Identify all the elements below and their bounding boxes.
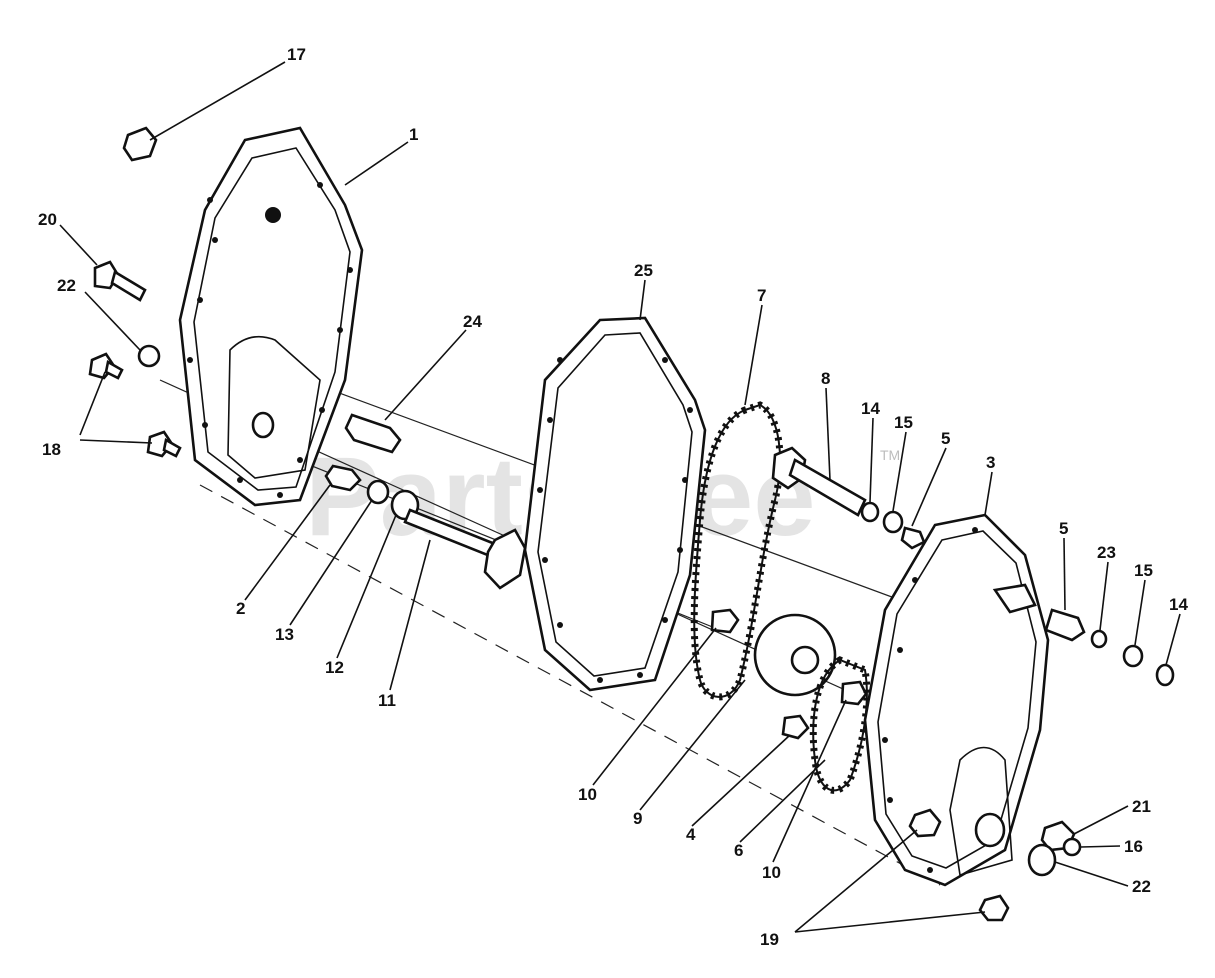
callout-20: 20 xyxy=(38,210,57,229)
washer-15-right xyxy=(1122,644,1144,668)
bolt-20 xyxy=(93,260,147,302)
callout-18: 18 xyxy=(42,440,61,459)
callout-2: 2 xyxy=(236,599,245,618)
nut-19-upper xyxy=(908,808,942,838)
bushing-2 xyxy=(324,464,362,492)
washer-14-upper xyxy=(860,501,880,523)
callout-22-right: 22 xyxy=(1132,877,1151,896)
shaft-sprocket-8 xyxy=(771,446,867,517)
shaft-sprocket-11 xyxy=(403,508,527,590)
callout-8: 8 xyxy=(821,369,830,388)
chain-7 xyxy=(690,401,784,701)
callout-19: 19 xyxy=(760,930,779,949)
callout-15-upper: 15 xyxy=(894,413,913,432)
bolt-17 xyxy=(122,126,158,162)
spacer-10-left xyxy=(710,608,740,634)
callout-5-right: 5 xyxy=(1059,519,1068,538)
callout-1: 1 xyxy=(409,125,418,144)
callout-25: 25 xyxy=(634,261,653,280)
callout-21: 21 xyxy=(1132,797,1151,816)
callout-5-upper: 5 xyxy=(941,429,950,448)
case-axle-boss xyxy=(974,812,1006,848)
washer-22-left xyxy=(137,344,161,368)
right-chaincase-half xyxy=(863,513,1050,887)
washer-13 xyxy=(366,479,390,505)
cover-boss xyxy=(265,207,281,223)
callout-9: 9 xyxy=(633,809,642,828)
spacer-24 xyxy=(344,413,402,454)
washer-15-upper xyxy=(882,510,904,534)
spacer-10-right xyxy=(840,680,868,706)
cover-bearing-boss xyxy=(251,411,275,439)
callout-3: 3 xyxy=(986,453,995,472)
left-chaincase-cover xyxy=(178,126,364,507)
callout-23: 23 xyxy=(1097,543,1116,562)
bolts-18 xyxy=(88,352,182,458)
watermark-trademark: TM xyxy=(880,447,900,463)
callout-4: 4 xyxy=(686,825,696,844)
seal-22-right xyxy=(1027,843,1057,877)
bushing-4 xyxy=(781,714,810,740)
callout-6: 6 xyxy=(734,841,743,860)
case-upper-boss xyxy=(992,583,1037,614)
callout-24: 24 xyxy=(463,312,482,331)
clip-14-right xyxy=(1155,663,1175,687)
nut-16 xyxy=(1062,837,1082,857)
callout-15-right: 15 xyxy=(1134,561,1153,580)
callout-10-right: 10 xyxy=(762,863,781,882)
callout-17: 17 xyxy=(287,45,306,64)
bushing-5-right xyxy=(1044,608,1086,642)
leader-lines xyxy=(59,61,1181,933)
callout-16: 16 xyxy=(1124,837,1143,856)
bushing-5-upper xyxy=(900,526,926,550)
gasket-25 xyxy=(523,316,707,692)
callout-7: 7 xyxy=(757,286,766,305)
callout-13: 13 xyxy=(275,625,294,644)
callout-11: 11 xyxy=(378,691,396,710)
callout-14-right: 14 xyxy=(1169,595,1188,614)
sprocket-9 xyxy=(753,613,837,697)
callout-10-left: 10 xyxy=(578,785,597,804)
assembly-axis-lower xyxy=(199,484,941,886)
callout-22-left: 22 xyxy=(57,276,76,295)
callout-14-upper: 14 xyxy=(861,399,880,418)
nut-19-lower xyxy=(978,894,1010,922)
callout-labels: 17 1 20 22 18 24 25 7 8 14 15 5 3 5 23 1… xyxy=(38,45,1188,949)
washer-23 xyxy=(1090,629,1108,649)
callout-12: 12 xyxy=(325,658,344,677)
